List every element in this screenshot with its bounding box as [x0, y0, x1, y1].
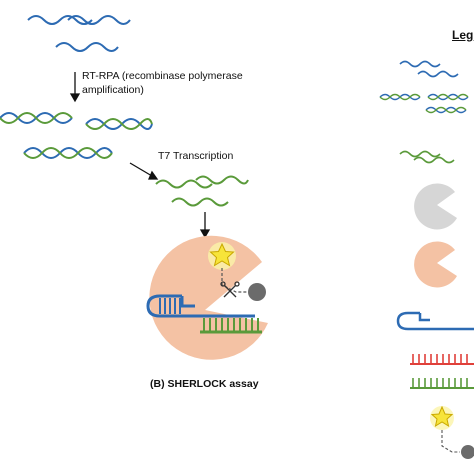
cas13-protein-shape — [149, 235, 268, 360]
quencher-icon — [248, 283, 266, 301]
t7-transcription-label: T7 Transcription — [158, 150, 234, 162]
arrow-rpa — [69, 72, 81, 103]
legend-red-rna-icon — [410, 354, 474, 365]
dsdna-helix-2 — [85, 118, 153, 130]
input-rna-strands — [27, 15, 131, 52]
legend-transcript-icon — [399, 150, 455, 164]
rna-transcripts — [155, 175, 249, 207]
assay-caption: (B) SHERLOCK assay — [150, 378, 259, 390]
target-rna — [200, 318, 262, 334]
legend-green-rna-icon — [410, 378, 474, 389]
dsdna-helix-3 — [23, 147, 113, 159]
legend-reporter-icon — [430, 405, 474, 459]
crrna-stem-ticks — [159, 298, 181, 314]
crrna-hairpin — [146, 294, 255, 318]
legend-cas13-inactive-icon — [414, 183, 457, 230]
legend-rna-icon — [399, 60, 459, 78]
dsdna-helix-1 — [0, 112, 73, 124]
legend-title: Leg — [452, 28, 474, 42]
cas13-complex — [146, 235, 271, 360]
legend-cas13-active-icon — [414, 241, 457, 288]
arrow-to-assay — [199, 212, 211, 239]
rpa-label-line1: RT-RPA (recombinase polymerase — [82, 70, 243, 82]
rpa-label-line2: amplification) — [82, 84, 144, 96]
fluorophore-star-icon — [209, 242, 235, 267]
legend-crrna-icon — [396, 311, 474, 331]
dsdna-helices — [0, 112, 153, 159]
legend — [379, 60, 474, 459]
legend-dsdna-icon — [379, 93, 469, 114]
scissors-icon — [220, 281, 240, 298]
arrow-t7 — [129, 162, 159, 180]
reporter-molecule — [208, 242, 266, 301]
